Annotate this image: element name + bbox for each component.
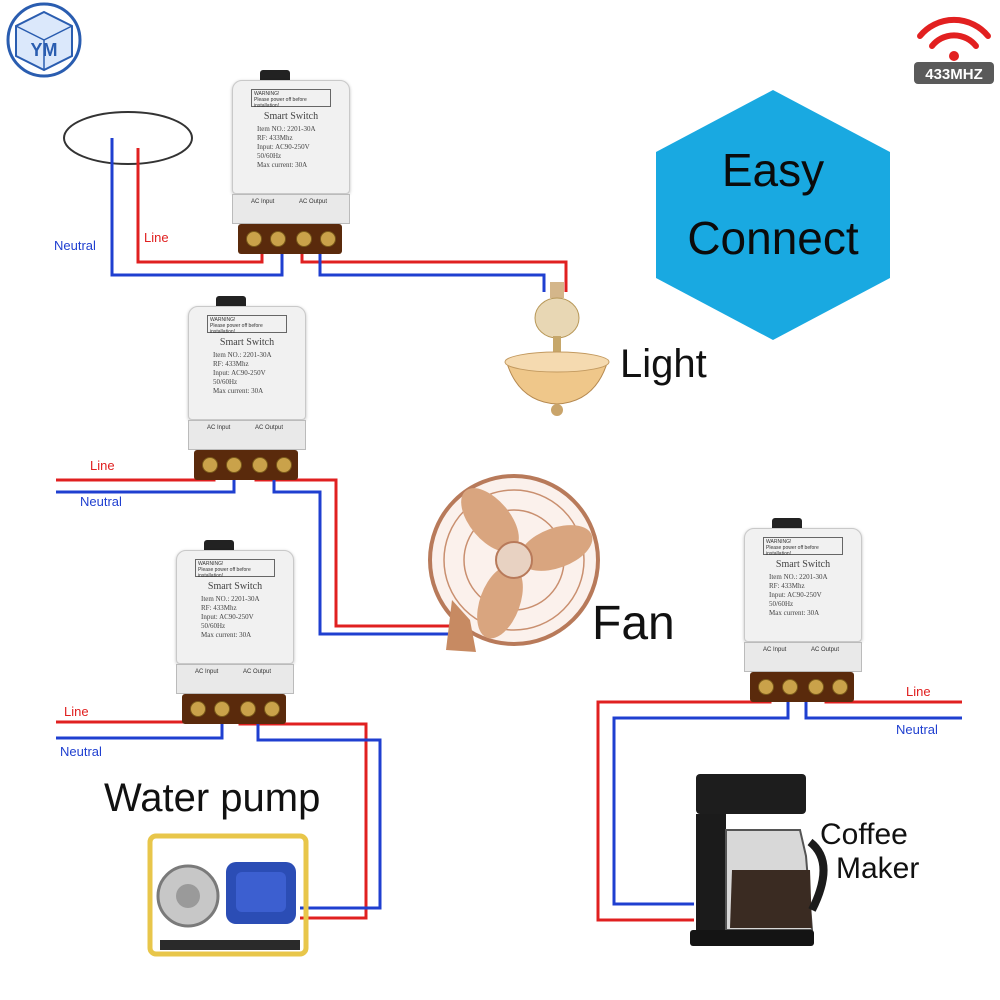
water-pump bbox=[147, 833, 309, 957]
terminal-block bbox=[194, 450, 298, 480]
logo-text: YM bbox=[31, 40, 58, 60]
switch-title: Smart Switch bbox=[775, 559, 831, 570]
switch-title: Smart Switch bbox=[207, 581, 263, 592]
light-device-label: Light bbox=[620, 342, 707, 386]
terminal-block bbox=[238, 224, 342, 254]
pump-device-label: Water pump bbox=[104, 776, 321, 820]
switch-specs: Item NO.: 2201-30A RF: 433Mhz Input: AC9… bbox=[213, 351, 272, 395]
coffee-device-label-line2: Maker bbox=[836, 852, 920, 885]
pump-line-label: Line bbox=[64, 704, 89, 719]
terminal-labels: AC Input AC Output bbox=[188, 420, 306, 450]
smart-switch-light: WARNING!Please power off before installa… bbox=[232, 66, 350, 256]
switch-title: Smart Switch bbox=[263, 111, 319, 122]
fan-device-label: Fan bbox=[592, 597, 675, 650]
warning-label: WARNING!Please power off before installa… bbox=[195, 559, 275, 579]
fan-neutral-label: Neutral bbox=[80, 494, 122, 509]
coffee-line-label: Line bbox=[906, 684, 931, 699]
wifi-icon bbox=[917, 17, 991, 39]
terminal-labels: AC Input AC Output bbox=[744, 642, 862, 672]
easy-connect-hexagon bbox=[656, 90, 890, 340]
coffee-maker bbox=[690, 774, 828, 946]
hexagon-line1: Easy bbox=[722, 144, 824, 196]
switch-title: Smart Switch bbox=[219, 337, 275, 348]
brand-logo: YM bbox=[6, 2, 82, 78]
wall-fan bbox=[428, 474, 600, 652]
hexagon-line2: Connect bbox=[687, 212, 859, 264]
coffee-neutral-label: Neutral bbox=[896, 722, 938, 737]
smart-switch-fan: WARNING!Please power off before installa… bbox=[188, 292, 306, 482]
warning-label: WARNING!Please power off before installa… bbox=[251, 89, 331, 109]
fan-line-label: Line bbox=[90, 458, 115, 473]
warning-label: WARNING!Please power off before installa… bbox=[207, 315, 287, 335]
terminal-block bbox=[750, 672, 854, 702]
smart-switch-pump: WARNING!Please power off before installa… bbox=[176, 536, 294, 726]
chandelier-light bbox=[504, 282, 610, 416]
wifi-433mhz-badge: 433MHZ bbox=[914, 17, 994, 84]
pump-neutral-label: Neutral bbox=[60, 744, 102, 759]
terminal-labels: AC Input AC Output bbox=[232, 194, 350, 224]
coffee-device-label-line1: Coffee bbox=[820, 818, 908, 851]
terminal-labels: AC Input AC Output bbox=[176, 664, 294, 694]
switch-specs: Item NO.: 2201-30A RF: 433Mhz Input: AC9… bbox=[257, 125, 316, 169]
warning-label: WARNING!Please power off before installa… bbox=[763, 537, 843, 557]
switch-specs: Item NO.: 2201-30A RF: 433Mhz Input: AC9… bbox=[769, 573, 828, 617]
ceiling-fixture bbox=[63, 111, 193, 165]
light-line-label: Line bbox=[144, 230, 169, 245]
switch-specs: Item NO.: 2201-30A RF: 433Mhz Input: AC9… bbox=[201, 595, 260, 639]
smart-switch-coffee: WARNING!Please power off before installa… bbox=[744, 514, 862, 704]
light-neutral-label: Neutral bbox=[54, 238, 96, 253]
badge-text: 433MHZ bbox=[925, 66, 983, 83]
terminal-block bbox=[182, 694, 286, 724]
